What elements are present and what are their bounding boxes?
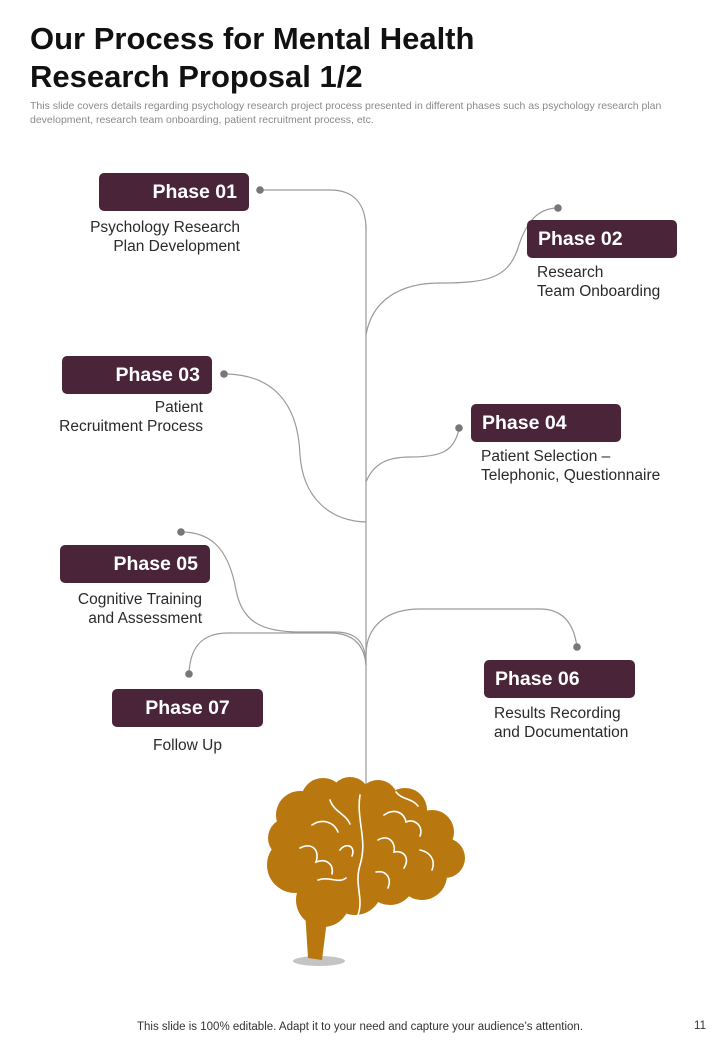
node-dot-phase-03 <box>220 370 228 378</box>
slide-title-line-1: Our Process for Mental Health <box>30 21 475 56</box>
branch-phase-05 <box>180 531 367 666</box>
phase-06-label: Phase 06 <box>495 668 580 690</box>
phase-05-box: Phase 05 <box>60 545 210 583</box>
slide-subtitle: This slide covers details regarding psyc… <box>30 100 662 126</box>
phase-06-description-line-2: and Documentation <box>494 724 629 741</box>
branch-phase-06 <box>365 608 578 656</box>
phase-04-description: Patient Selection – Telephonic, Question… <box>481 447 706 485</box>
phase-06-description-line-1: Results Recording <box>494 705 621 722</box>
phase-01-label: Phase 01 <box>152 181 237 203</box>
phase-06-description: Results Recording and Documentation <box>494 704 694 742</box>
phase-05-label: Phase 05 <box>113 553 198 575</box>
phase-07-description-line-1: Follow Up <box>153 737 222 754</box>
phase-05-description: Cognitive Training and Assessment <box>20 590 202 628</box>
page-number: 11 <box>694 1020 706 1032</box>
phase-02-description-line-2: Team Onboarding <box>537 283 661 300</box>
phase-03-label: Phase 03 <box>115 364 200 386</box>
phase-01-description-line-1: Psychology Research <box>90 219 240 236</box>
node-dot-phase-01 <box>256 186 264 194</box>
phase-05-description-line-2: and Assessment <box>88 610 202 627</box>
phase-07-description: Follow Up <box>112 736 263 755</box>
phase-04-label: Phase 04 <box>482 412 567 434</box>
phase-01-description-line-2: Plan Development <box>113 238 240 255</box>
phase-01-description: Psychology Research Plan Development <box>60 218 240 256</box>
phase-04-box: Phase 04 <box>471 404 621 442</box>
phase-04-description-line-2: Telephonic, Questionnaire <box>481 467 661 484</box>
footer-note: This slide is 100% editable. Adapt it to… <box>136 1021 584 1033</box>
phase-03-description: Patient Recruitment Process <box>20 398 203 436</box>
slide-title: Our Process for Mental Health Research P… <box>30 20 670 96</box>
branch-phase-07 <box>188 632 367 675</box>
node-dot-phase-02 <box>554 204 562 212</box>
phase-02-box: Phase 02 <box>527 220 677 258</box>
phase-06-box: Phase 06 <box>484 660 635 698</box>
phase-07-label: Phase 07 <box>145 697 230 719</box>
phase-04-description-line-1: Patient Selection – <box>481 448 611 465</box>
slide-title-line-2: Research Proposal 1/2 <box>30 59 363 94</box>
brain-icon <box>267 777 465 960</box>
brain-shadow <box>293 956 345 966</box>
phase-02-label: Phase 02 <box>538 228 623 250</box>
phase-03-box: Phase 03 <box>62 356 212 394</box>
phase-02-description-line-1: Research <box>537 264 604 281</box>
node-dot-phase-06 <box>573 643 581 651</box>
phase-05-description-line-1: Cognitive Training <box>77 591 202 608</box>
node-dot-phase-07 <box>185 670 193 678</box>
phase-03-description-line-2: Recruitment Process <box>59 418 203 435</box>
node-dot-phase-05 <box>177 528 185 536</box>
brain-folds <box>299 791 435 916</box>
phase-01-box: Phase 01 <box>99 173 249 211</box>
phase-07-box: Phase 07 <box>112 689 263 727</box>
phase-03-description-line-1: Patient <box>154 399 203 416</box>
branch-phase-04 <box>365 427 460 483</box>
branch-phase-03 <box>223 373 367 523</box>
phase-02-description: Research Team Onboarding <box>537 263 712 301</box>
branch-phase-01 <box>260 189 367 231</box>
node-dot-phase-04 <box>455 424 463 432</box>
